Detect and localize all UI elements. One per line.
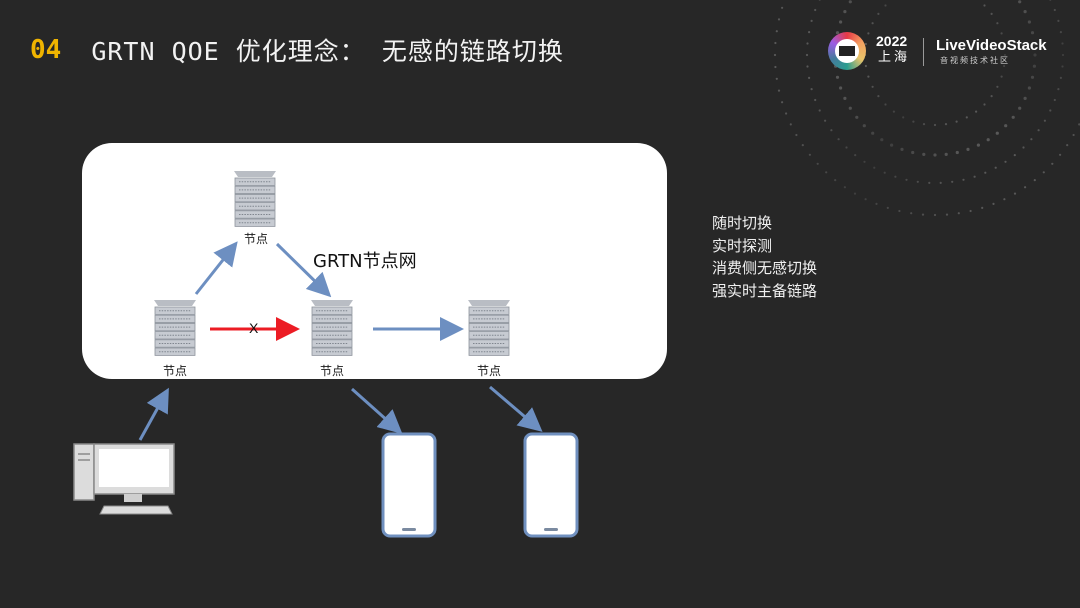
- brand-logo: 2022 上海 LiveVideoStack 音视频技术社区: [828, 30, 1068, 74]
- failed-link-mark: X: [249, 320, 259, 336]
- server-icon: [154, 300, 196, 356]
- arrow-left-to-top: [194, 241, 238, 295]
- brand-divider: [923, 38, 924, 66]
- section-number: 04: [30, 35, 62, 65]
- server-icon: [234, 171, 276, 227]
- arrow-right-to-phone: [489, 385, 543, 432]
- arrow-top-to-center: [275, 242, 332, 298]
- node-label-left: 节点: [162, 364, 187, 378]
- desktop-computer-icon: [73, 443, 175, 515]
- server-icon: [311, 300, 353, 356]
- server-icon: [468, 300, 510, 356]
- brand-city: 上海: [878, 50, 911, 65]
- node-label-center: 节点: [319, 364, 344, 378]
- brand-year: 2022: [876, 33, 908, 49]
- title-text: GRTN QOE 优化理念： 无感的链路切换: [91, 37, 564, 66]
- brand-tagline: 音视频技术社区: [940, 56, 1010, 65]
- phone-icon: [523, 432, 579, 538]
- slide-title: 04 GRTN QOE 优化理念： 无感的链路切换: [30, 30, 564, 70]
- phone-icon: [381, 432, 437, 538]
- network-label: GRTN节点网: [313, 251, 417, 272]
- feature-item: 消费侧无感切换: [712, 259, 818, 277]
- conference-badge-icon: [828, 32, 866, 70]
- feature-list: 随时切换 实时探测 消费侧无感切换 强实时主备链路: [712, 212, 817, 302]
- feature-item: 强实时主备链路: [712, 281, 818, 300]
- node-label-right: 节点: [476, 364, 501, 378]
- feature-item: 实时探测: [712, 236, 773, 255]
- brand-name: LiveVideoStack: [936, 37, 1047, 54]
- arrow-center-to-phone: [351, 387, 403, 434]
- feature-item: 随时切换: [712, 214, 773, 232]
- node-label-top: 节点: [243, 232, 268, 246]
- arrow-pc-to-left: [138, 387, 169, 441]
